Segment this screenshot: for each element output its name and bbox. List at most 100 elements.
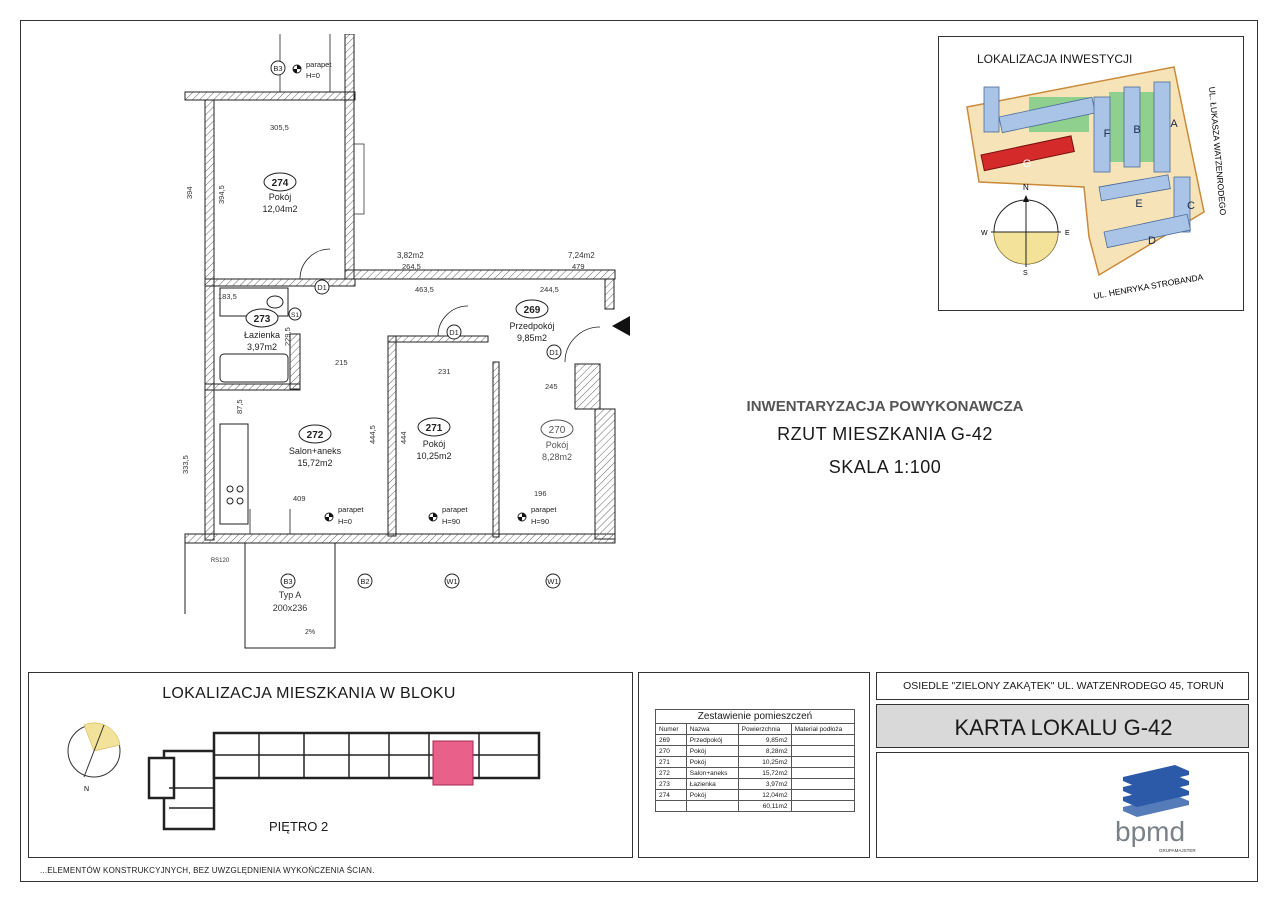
svg-text:E: E	[1135, 198, 1142, 210]
room-269-name: Przedpokój	[509, 321, 554, 331]
tag: B3	[283, 577, 292, 586]
dim: 333,5	[181, 455, 190, 474]
dim: 245	[545, 382, 558, 391]
address-text: OSIEDLE "ZIELONY ZAKĄTEK" UL. WATZENRODE…	[903, 680, 1224, 692]
stove	[226, 485, 234, 493]
wall	[204, 99, 215, 541]
block-location-title: LOKALIZACJA MIESZKANIA W BLOKU	[162, 685, 456, 702]
balcony	[244, 542, 336, 649]
block-location-panel: LOKALIZACJA MIESZKANIA W BLOKU N PIĘTRO …	[28, 672, 633, 858]
svg-text:C: C	[1187, 200, 1195, 212]
room-274-area: 12,04m2	[262, 204, 297, 214]
footer-note: ...ELEMENTÓW KONSTRUKCYJNYCH, BEZ UWZGLĘ…	[40, 866, 375, 875]
tag: S1	[291, 312, 299, 319]
room-273-name: Łazienka	[244, 330, 280, 340]
pole-label: RS120	[211, 558, 230, 564]
col-header: Powierzchnia	[737, 723, 792, 735]
room-272-name: Salon+aneks	[289, 446, 342, 456]
room-273-area: 3,97m2	[247, 342, 277, 352]
neighbor-area-2: 7,24m2	[568, 251, 595, 260]
drawing-frame	[20, 20, 1258, 882]
tag: B2	[360, 577, 369, 586]
bathtub	[219, 353, 289, 383]
svg-text:S: S	[1023, 270, 1028, 277]
svg-text:F: F	[1104, 128, 1111, 140]
room-269-number: 269	[524, 305, 541, 316]
svg-text:H=0: H=0	[338, 517, 352, 526]
room-270-name: Pokój	[546, 440, 569, 450]
location-map-panel: LOKALIZACJA INWESTYCJI A B C D E F G UL.…	[938, 36, 1244, 311]
parapet-marker: parapet H=90	[428, 505, 468, 526]
street-bottom-label: UL. HENRYKA STROBANDA	[1093, 272, 1205, 301]
flat-location-highlight	[432, 740, 474, 786]
dim: 196	[534, 489, 547, 498]
svg-text:GRUPAMAJSTER: GRUPAMAJSTER	[1159, 848, 1196, 853]
wall	[344, 34, 355, 280]
building-g-highlight	[980, 135, 1075, 172]
dim: 264,5	[402, 262, 421, 271]
room-table-panel: Zestawienie pomieszczeń Numer Nazwa Powi…	[638, 672, 870, 858]
card-title-panel: KARTA LOKALU G-42	[876, 704, 1249, 748]
svg-text:parapet: parapet	[442, 505, 468, 514]
col-header: Numer	[655, 723, 687, 735]
room-272-area: 15,72m2	[297, 458, 332, 468]
svg-text:parapet: parapet	[338, 505, 364, 514]
wall	[204, 278, 356, 287]
tag: D1	[317, 283, 327, 292]
room-272-number: 272	[307, 430, 324, 441]
room-table-title: Zestawienie pomieszczeń	[655, 709, 855, 724]
logo-panel: bpmd GRUPAMAJSTER	[876, 752, 1249, 858]
room-273-number: 273	[254, 314, 271, 325]
dim: 394	[185, 186, 194, 199]
balcony-slope: 2%	[305, 629, 315, 636]
neighbor-area-1: 3,82m2	[397, 251, 424, 260]
table-row-total: 60,11m2	[655, 800, 856, 812]
entrance-arrow-icon	[612, 316, 630, 336]
parapet-marker: parapet H=0	[324, 505, 364, 526]
tag: B3	[273, 64, 282, 73]
room-270-area: 8,28m2	[542, 452, 572, 462]
col-header: Materiał podłoża	[790, 723, 856, 735]
tag: W1	[547, 577, 558, 586]
balcony-size: 200x236	[273, 603, 308, 613]
block-plan: N	[67, 722, 541, 831]
svg-text:H=90: H=90	[442, 517, 460, 526]
dim: 183,5	[218, 292, 237, 301]
svg-text:H=0: H=0	[306, 71, 320, 80]
parapet-marker: parapet H=0	[292, 60, 332, 80]
svg-text:W: W	[981, 230, 988, 237]
door-swing	[299, 248, 331, 280]
site-map: A B C D E F G UL. ŁUKASZA WATZENRODEGO U…	[966, 66, 1228, 301]
floor-plan: 274 Pokój 12,04m2 273 Łazienka 3,97m2 26…	[181, 34, 630, 649]
room-270-number: 270	[549, 425, 566, 436]
svg-text:A: A	[1170, 118, 1178, 130]
wall	[344, 269, 616, 280]
svg-text:parapet: parapet	[306, 60, 332, 69]
svg-text:bpmd: bpmd	[1115, 816, 1185, 847]
room-274-name: Pokój	[269, 192, 292, 202]
parapet-marker: parapet H=90	[517, 505, 557, 526]
card-title: KARTA LOKALU G-42	[954, 715, 1173, 740]
wall	[204, 383, 301, 391]
svg-text:parapet: parapet	[531, 505, 557, 514]
svg-text:D: D	[1148, 235, 1156, 247]
room-271-name: Pokój	[423, 439, 446, 449]
svg-text:G: G	[1023, 158, 1032, 170]
dim: 305,5	[270, 123, 289, 132]
tag: D1	[449, 328, 459, 337]
compass-icon: N S E W	[981, 183, 1070, 277]
room-271-number: 271	[426, 423, 443, 434]
dim: 394,5	[217, 185, 226, 204]
dim: 463,5	[415, 285, 434, 294]
room-table: Zestawienie pomieszczeń Numer Nazwa Powi…	[655, 709, 856, 812]
svg-text:B: B	[1133, 124, 1140, 136]
street-right-label: UL. ŁUKASZA WATZENRODEGO	[1207, 86, 1228, 216]
dim: 444	[399, 431, 408, 444]
title-plan: RZUT MIESZKANIA G-42	[777, 424, 993, 444]
col-header: Nazwa	[685, 723, 739, 735]
balcony-type: Typ A	[279, 590, 302, 600]
block-compass-icon: N	[67, 722, 121, 793]
